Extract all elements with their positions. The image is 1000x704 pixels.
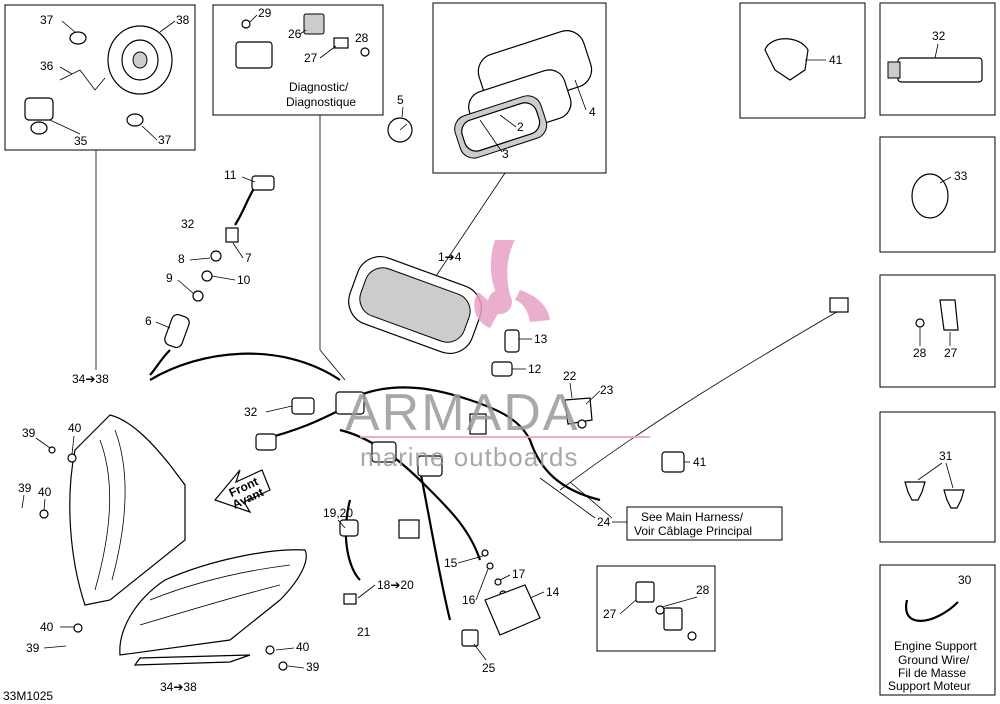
label-29: 29 <box>258 6 272 20</box>
label-36: 36 <box>40 59 54 73</box>
label-19-20: 19,20 <box>323 506 353 520</box>
label-23: 23 <box>600 383 614 397</box>
inset-diagnostic: 29 26 27 28 Diagnostic/ Diagnostique <box>212 4 384 116</box>
label-8: 8 <box>178 252 185 266</box>
label-39c: 39 <box>26 641 40 655</box>
inset-tie-33: 33 <box>879 136 996 253</box>
inset-tube-32: 32 <box>879 2 996 116</box>
label-15: 15 <box>444 556 458 570</box>
watermark-brand: ARMADA <box>345 384 579 442</box>
label-41a: 41 <box>829 53 843 67</box>
label-5: 5 <box>397 93 404 107</box>
diagram-id: 33M1025 <box>3 689 53 703</box>
callout-line1: See Main Harness/ <box>641 510 744 524</box>
label-1to4: 1➔4 <box>438 250 462 264</box>
diag-title-line1: Diagnostic/ <box>289 80 349 94</box>
headlight-front <box>119 549 307 671</box>
diag-connector <box>235 41 273 69</box>
headlight-left <box>39 414 186 633</box>
inset-bracket-27-28: 28 27 <box>879 274 996 388</box>
connector-11 <box>251 175 275 191</box>
label-40c: 40 <box>40 620 54 634</box>
label-39a: 39 <box>22 426 36 440</box>
label-17: 17 <box>512 567 526 581</box>
label-34to38b: 34➔38 <box>160 680 197 694</box>
label-27a: 27 <box>304 51 318 65</box>
diag-title-line2: Diagnostique <box>286 95 356 109</box>
grommet <box>69 31 87 45</box>
inset-connectors-27-28: 27 28 <box>596 565 716 652</box>
label-38: 38 <box>176 13 190 27</box>
label-21: 21 <box>357 625 371 639</box>
label-26: 26 <box>288 27 302 41</box>
sensor-assembly: 11 32 7 8 10 9 6 <box>145 168 275 376</box>
label-39d: 39 <box>306 660 320 674</box>
bulb <box>24 97 54 121</box>
ground-title-line3: Fil de Masse <box>898 666 966 680</box>
label-24: 24 <box>597 515 611 529</box>
label-13: 13 <box>534 332 548 346</box>
label-37b: 37 <box>158 133 172 147</box>
cable-tie <box>911 173 949 219</box>
label-32c: 32 <box>244 405 258 419</box>
label-40d: 40 <box>296 640 310 654</box>
grease-tube <box>897 57 983 83</box>
ground-title-line4: Support Moteur <box>888 679 971 693</box>
label-40b: 40 <box>38 485 52 499</box>
label-6: 6 <box>145 314 152 328</box>
relay-module <box>484 584 541 636</box>
label-31: 31 <box>939 449 953 463</box>
inset-gauge-cluster: 5 2 3 4 <box>387 2 607 174</box>
callout-line2: Voir Câblage Principal <box>634 524 752 538</box>
armada-watermark: ARMADA marine outboards <box>345 240 650 472</box>
label-41b: 41 <box>693 455 707 469</box>
sensor-6 <box>164 313 190 349</box>
label-18to20: 18➔20 <box>377 578 414 592</box>
label-16: 16 <box>462 593 476 607</box>
label-37a: 37 <box>40 13 54 27</box>
front-direction-arrow: Front Avant <box>213 469 271 514</box>
label-2: 2 <box>517 120 524 134</box>
inset-headlight-bulb: 37 38 36 35 37 <box>4 4 196 151</box>
label-32b: 32 <box>181 217 195 231</box>
label-34to38a: 34➔38 <box>72 372 109 386</box>
ground-wire <box>905 599 959 622</box>
label-11: 11 <box>224 168 237 182</box>
label-32a: 32 <box>932 29 946 43</box>
label-27b: 27 <box>944 346 958 360</box>
label-7: 7 <box>245 251 252 265</box>
push-rivet <box>904 481 926 501</box>
inset-ground-wire: 30 Engine Support Ground Wire/ Fil de Ma… <box>879 564 996 696</box>
propeller-logo <box>474 240 550 328</box>
gauge-cluster-assembled <box>348 256 482 354</box>
watermark-tagline: marine outboards <box>360 442 578 472</box>
label-28b: 28 <box>913 346 927 360</box>
label-28a: 28 <box>355 31 369 45</box>
wiring-harness <box>149 297 849 621</box>
label-28c: 28 <box>696 583 710 597</box>
callout-main-harness: See Main Harness/ Voir Câblage Principal <box>626 506 783 541</box>
harness-clip <box>764 38 809 81</box>
label-3: 3 <box>502 147 509 161</box>
label-35: 35 <box>74 134 88 148</box>
label-25: 25 <box>482 661 496 675</box>
label-12: 12 <box>528 362 542 376</box>
label-27c: 27 <box>603 607 617 621</box>
label-22: 22 <box>563 369 577 383</box>
label-39b: 39 <box>18 481 32 495</box>
ground-title-line2: Ground Wire/ <box>898 653 970 667</box>
label-4: 4 <box>589 105 596 119</box>
label-33: 33 <box>954 169 968 183</box>
label-9: 9 <box>166 271 173 285</box>
inset-rivets-31: 31 <box>879 411 996 543</box>
label-10: 10 <box>237 273 251 287</box>
ground-title-line1: Engine Support <box>894 639 977 653</box>
bracket <box>939 299 959 331</box>
label-14: 14 <box>546 585 560 599</box>
label-30: 30 <box>958 573 972 587</box>
label-40a: 40 <box>68 421 82 435</box>
inset-clip-41: 41 <box>739 2 866 119</box>
